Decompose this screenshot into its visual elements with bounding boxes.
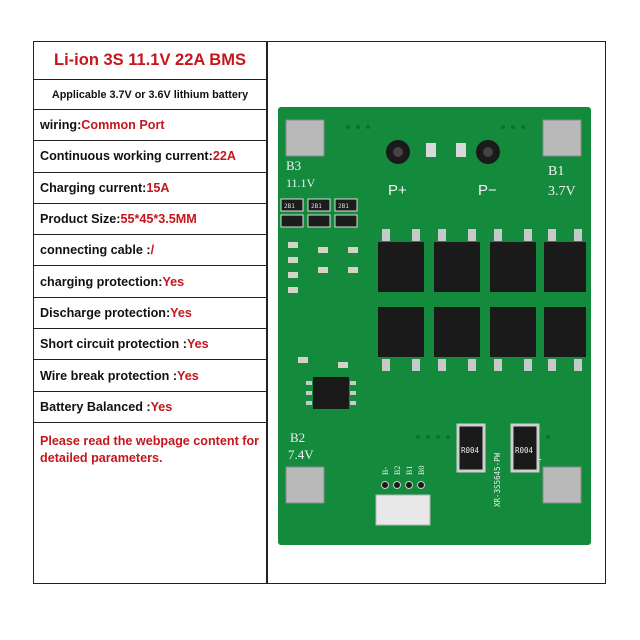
spec-label: Short circuit protection : [40,337,187,352]
pad-b3 [285,119,325,157]
spec-value: 15A [146,180,170,195]
spec-value: 22A [212,149,236,164]
product-title: Li-ion 3S 11.1V 22A BMS [34,42,266,80]
label-p-minus: P− [478,182,497,199]
spec-label: Wire break protection : [40,368,178,383]
pad-b-minus [542,466,582,504]
smd-resistor-group: 2B1 2B1 2B1 [280,198,358,228]
spec-row-wiring: wiring:Common Port [34,110,266,142]
spec-value: Yes [162,274,185,289]
spec-row-battery-balanced: Battery Balanced :Yes [34,392,266,423]
svg-text:2B1: 2B1 [311,203,322,210]
spec-label: Charging current: [40,180,147,195]
sense-resistor-1 [456,423,486,473]
spec-value: 55*45*3.5MM [120,212,197,227]
spec-row-connecting-cable: connecting cable :/ [34,235,266,267]
spec-sheet-frame [33,41,606,584]
svg-text:B-: B- [381,467,390,475]
part-number: XR-3S5645-PW [493,452,502,507]
product-subtitle: Applicable 3.7V or 3.6V lithium battery [34,80,266,110]
small-components [288,242,358,368]
spec-row-short-circuit-protection: Short circuit protection :Yes [34,329,266,361]
mosfet-array [378,229,586,371]
spec-column: Li-ion 3S 11.1V 22A BMS Applicable 3.7V … [34,42,266,467]
label-11v: 11.1V [286,176,316,190]
spec-value: Yes [150,399,173,414]
spec-row-wire-break-protection: Wire break protection :Yes [34,360,266,392]
spec-value: Yes [177,368,199,383]
spec-row-charging-protection: charging protection: Yes [34,266,266,298]
spec-row-continuous-current: Continuous working current:22A [34,141,266,173]
svg-text:B2: B2 [393,466,402,475]
column-divider [266,41,268,584]
svg-text:B0: B0 [417,466,426,475]
balance-connector: B- B2 B1 B0 [375,466,431,526]
spec-label: charging protection: [40,274,163,289]
sense-resistor-2 [510,423,540,473]
spec-label: Product Size: [40,212,121,227]
spec-row-product-size: Product Size:55*45*3.5MM [34,204,266,236]
control-ic [313,377,349,409]
label-b3: B3 [286,158,301,173]
spec-label: Continuous working current: [40,149,213,164]
bms-board-illustration: B3 11.1V B1 3.7V P+ P− B2 7.4V B− 2B1 2B… [278,107,591,545]
label-b2: B2 [290,430,305,445]
svg-text:2B1: 2B1 [338,203,349,210]
spec-label: connecting cable : [40,243,151,258]
spec-row-discharge-protection: Discharge protection: Yes [34,298,266,330]
spec-row-charging-current: Charging current:15A [34,173,266,204]
svg-text:R004: R004 [461,446,480,455]
label-7-4v: 7.4V [288,447,314,462]
spec-label: Battery Balanced : [40,399,151,414]
svg-text:R004: R004 [515,446,534,455]
label-3-7v: 3.7V [548,184,576,199]
label-p-plus: P+ [388,182,407,199]
spec-value: Yes [170,305,192,320]
svg-text:2B1: 2B1 [284,203,295,210]
svg-text:B1: B1 [405,466,414,475]
spec-label: Discharge protection: [40,305,171,320]
spec-label: wiring: [40,118,82,133]
spec-value: Common Port [81,118,165,133]
pad-b1 [542,119,582,157]
product-photo-area: B3 11.1V B1 3.7V P+ P− B2 7.4V B− 2B1 2B… [268,42,605,583]
pad-b2 [285,466,325,504]
label-b1: B1 [548,164,564,179]
spec-value: / [150,243,155,258]
spec-value: Yes [186,337,209,352]
parameters-note: Please read the webpage content for deta… [40,433,260,465]
